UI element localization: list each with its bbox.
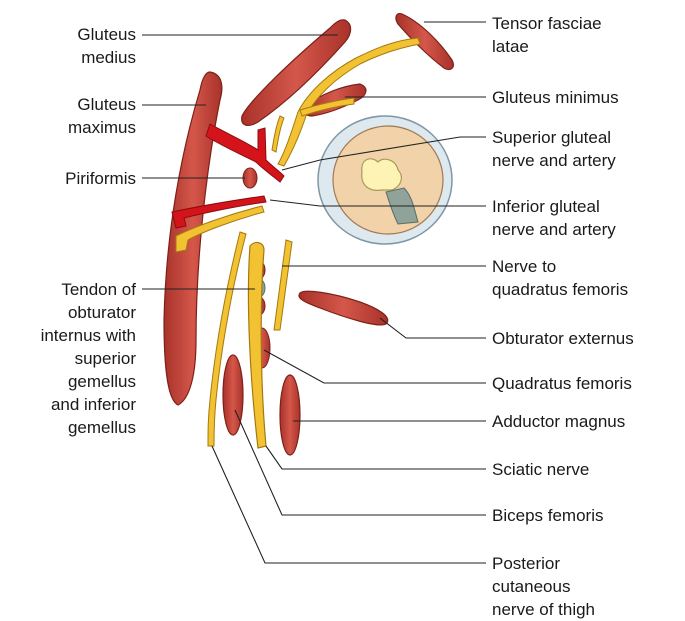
label-adductor-magnus: Adductor magnus [492, 410, 625, 433]
leader-obturator-externus [380, 318, 486, 338]
label-gluteus-maximus: Gluteus maximus [68, 93, 136, 139]
biceps-femoris [223, 355, 243, 435]
label-gluteus-minimus: Gluteus minimus [492, 86, 619, 109]
label-sciatic-nerve: Sciatic nerve [492, 458, 589, 481]
leader-biceps-femoris [235, 410, 486, 515]
label-inferior-gluteal: Inferior gluteal nerve and artery [492, 195, 616, 241]
obturator-externus [299, 291, 388, 325]
label-biceps-femoris: Biceps femoris [492, 504, 603, 527]
piriformis [243, 168, 257, 188]
label-gluteus-medius: Gluteus medius [77, 23, 136, 69]
label-piriformis: Piriformis [65, 167, 136, 190]
hip-joint [318, 116, 452, 244]
label-tendon-obturator: Tendon of obturator internus with superi… [41, 278, 136, 439]
label-tensor-fasciae-latae: Tensor fasciae latae [492, 12, 602, 58]
label-posterior-cutaneous: Posterior cutaneous nerve of thigh [492, 552, 595, 621]
label-obturator-externus: Obturator externus [492, 327, 634, 350]
nerve-to-quadratus-femoris [274, 240, 292, 330]
label-superior-gluteal: Superior gluteal nerve and artery [492, 126, 616, 172]
label-nerve-quadratus: Nerve to quadratus femoris [492, 255, 628, 301]
leader-quadratus-femoris [264, 350, 486, 383]
femoral-head [362, 159, 402, 191]
label-quadratus-femoris: Quadratus femoris [492, 372, 632, 395]
gluteus-maximus [164, 72, 222, 405]
adductor-magnus [280, 375, 300, 455]
nerve-to-gluteus-medius [272, 116, 284, 152]
leader-sciatic-nerve [266, 446, 486, 469]
leader-posterior-cutaneous [212, 446, 486, 563]
